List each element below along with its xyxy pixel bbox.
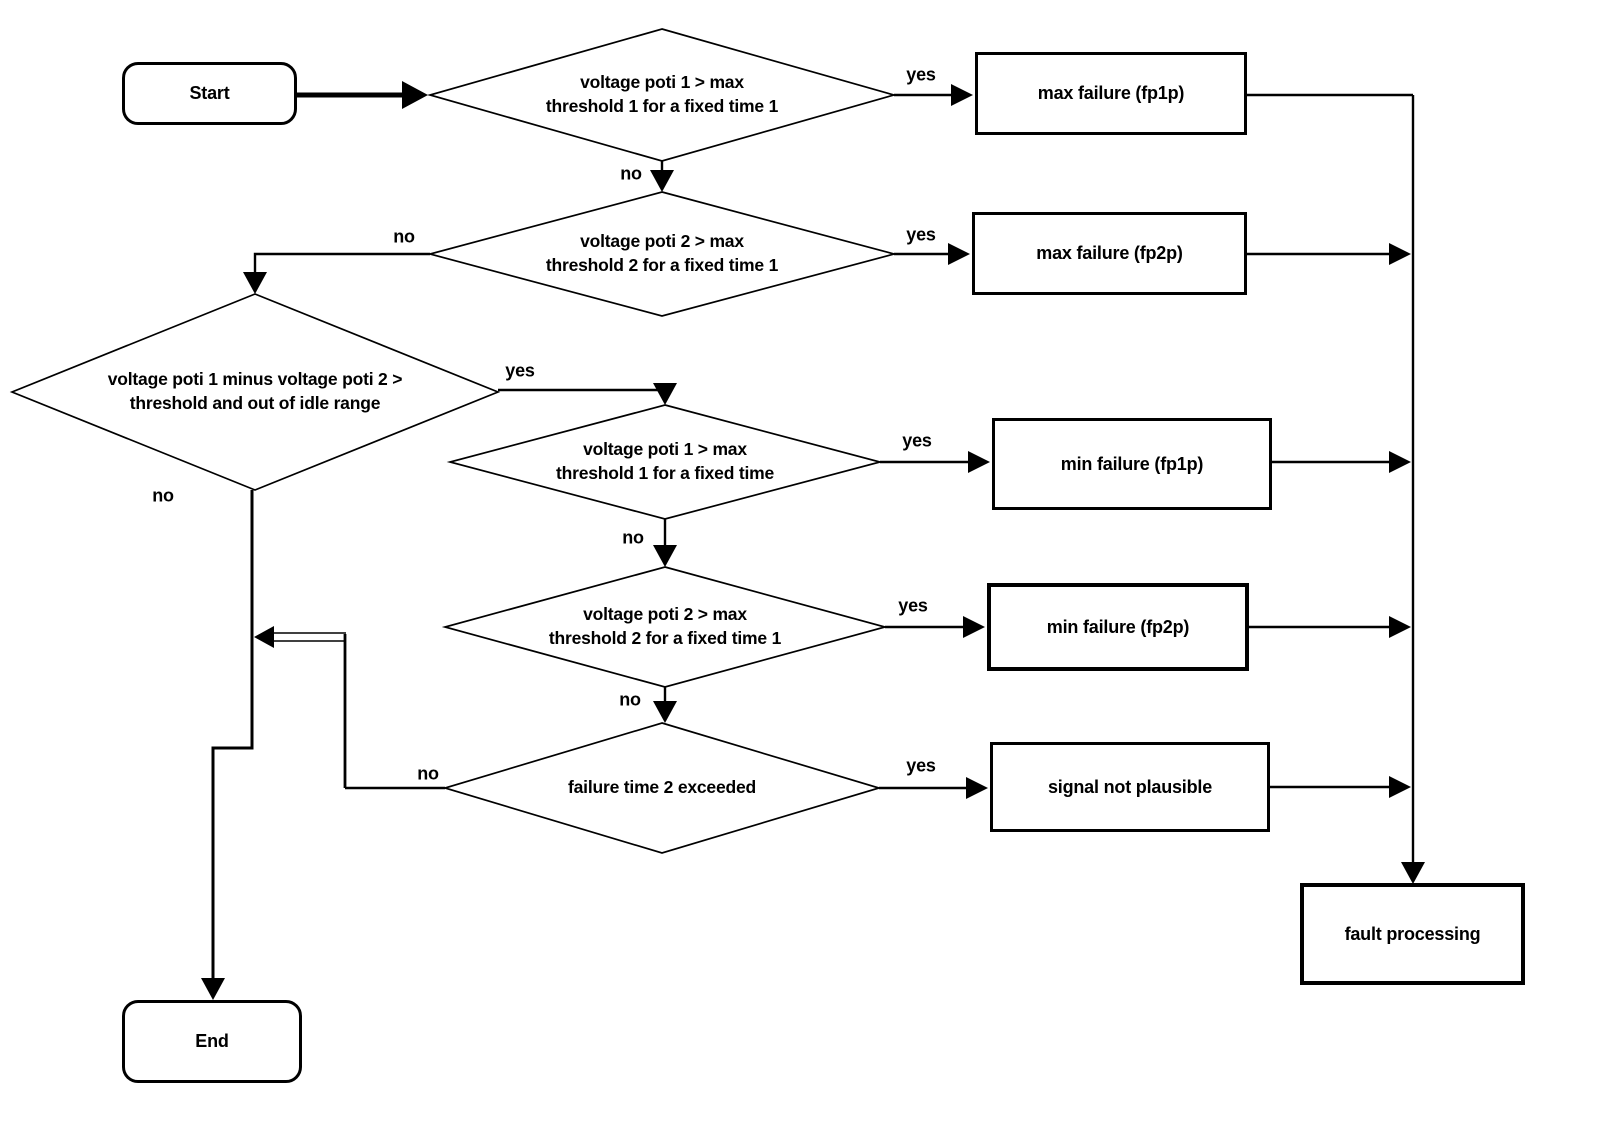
edge-label-poti1-max-no: no — [620, 163, 642, 184]
arrowhead-into-dl — [243, 272, 267, 294]
decision-poti1-min-shape — [446, 404, 884, 520]
arrowhead-into-b5 — [966, 777, 988, 799]
edge-label-failure-time-yes: yes — [906, 755, 936, 776]
process-signal-not-plausible-label: signal not plausible — [1047, 776, 1213, 797]
edge-label-poti2-max-yes: yes — [906, 224, 936, 245]
edge-label-poti1-max-yes: yes — [906, 64, 936, 85]
process-max-failure-fp2p: max failure (fp2p) — [972, 212, 1247, 295]
arrowhead-b3-collector — [1389, 451, 1411, 473]
edge-label-poti1-min-yes: yes — [902, 430, 932, 451]
arrowhead-into-d1 — [402, 81, 428, 109]
arrowhead-into-b2 — [948, 243, 970, 265]
end-node-label: End — [195, 1031, 229, 1051]
arrowhead-into-b3 — [968, 451, 990, 473]
arrowhead-into-end — [201, 978, 225, 1000]
process-fault-processing: fault processing — [1300, 883, 1525, 985]
arrowhead-into-b4 — [963, 616, 985, 638]
edge-dl-yes — [498, 385, 667, 392]
arrowhead-into-d5 — [653, 701, 677, 723]
arrowhead-d5-no-merge — [254, 626, 274, 648]
process-signal-not-plausible: signal not plausible — [990, 742, 1270, 832]
arrowhead-into-d4 — [653, 545, 677, 567]
process-min-failure-fp1p-label: min failure (fp1p) — [1060, 453, 1204, 474]
arrowhead-into-fault-processing — [1401, 862, 1425, 884]
arrowhead-b5-collector — [1389, 776, 1411, 798]
process-min-failure-fp2p-label: min failure (fp2p) — [1046, 616, 1190, 637]
arrowhead-b4-collector — [1389, 616, 1411, 638]
decision-poti1-max-shape — [426, 28, 898, 162]
arrowhead-into-d3 — [653, 383, 677, 405]
end-node: End — [122, 1000, 302, 1083]
decision-failure-time-shape — [442, 722, 882, 854]
arrowhead-into-d2 — [650, 170, 674, 192]
decision-poti2-min-shape — [441, 566, 889, 688]
edge-label-poti2-min-yes: yes — [898, 595, 928, 616]
process-max-failure-fp1p-label: max failure (fp1p) — [1037, 83, 1185, 103]
process-max-failure-fp2p-label: max failure (fp2p) — [1036, 243, 1183, 263]
edge-label-poti2-max-no: no — [393, 226, 415, 247]
start-node: Start — [122, 62, 297, 125]
decision-poti2-max-shape — [426, 191, 898, 317]
start-node-label: Start — [189, 83, 230, 103]
process-min-failure-fp2p: min failure (fp2p) — [987, 583, 1249, 671]
process-fault-processing-label: fault processing — [1344, 923, 1481, 944]
edge-d2-no — [253, 252, 430, 274]
decision-poti-diff-shape — [9, 293, 501, 491]
edge-label-failure-time-no: no — [417, 763, 439, 784]
arrowhead-into-b1 — [951, 84, 973, 106]
edge-label-poti-diff-yes: yes — [505, 360, 535, 381]
edge-label-poti2-min-no: no — [619, 689, 641, 710]
edge-label-poti1-min-no: no — [622, 527, 644, 548]
edge-label-poti-diff-no: no — [152, 485, 174, 506]
arrowhead-b2-collector — [1389, 243, 1411, 265]
process-max-failure-fp1p: max failure (fp1p) — [975, 52, 1247, 135]
edge-dl-no-to-end — [211, 490, 254, 980]
process-min-failure-fp1p: min failure (fp1p) — [992, 418, 1272, 510]
